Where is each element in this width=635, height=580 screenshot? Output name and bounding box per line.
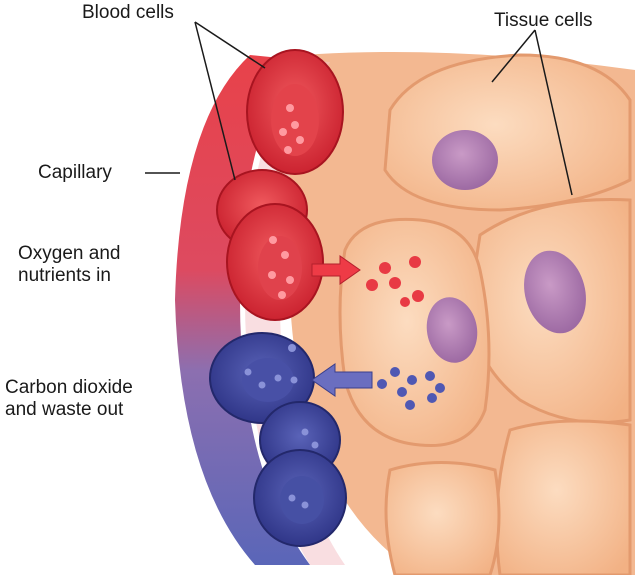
- blood-cells-label: Blood cells: [82, 2, 174, 23]
- cell-nuclei: [426, 130, 586, 363]
- capillary-wall: [175, 55, 310, 565]
- nucleus: [426, 297, 478, 363]
- tissue-cells-label: Tissue cells: [494, 10, 593, 31]
- waste-particles-in-cells: [244, 344, 319, 509]
- oxygen-particles-in-tissue: [366, 256, 424, 307]
- blue-blood-cells: [209, 332, 347, 547]
- tissue-cell: [495, 419, 632, 577]
- nucleus: [432, 130, 498, 190]
- nucleus: [524, 250, 586, 334]
- leader-lines: [145, 21, 573, 196]
- tissue-cell: [383, 53, 632, 212]
- oxygen-in-label: Oxygen and nutrients in: [18, 243, 121, 286]
- oxygen-in-arrow: [311, 255, 361, 285]
- waste-out-arrow: [311, 363, 373, 397]
- capillary-label: Capillary: [38, 162, 112, 183]
- co2-out-label: Carbon dioxide and waste out: [5, 377, 133, 420]
- tissue-cell: [384, 461, 501, 577]
- waste-particles-in-tissue: [377, 367, 445, 410]
- red-blood-cells: [216, 49, 344, 321]
- oxygen-particles: [268, 104, 304, 299]
